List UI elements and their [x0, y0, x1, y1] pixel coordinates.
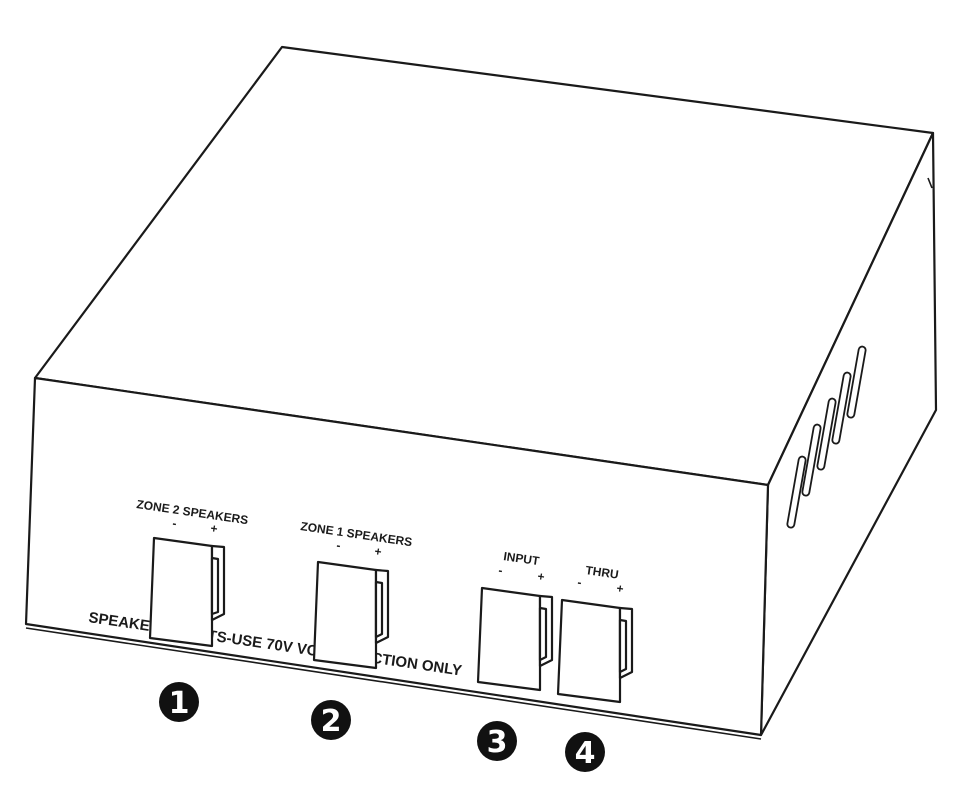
terminal-plus: + [374, 544, 383, 559]
terminal-block-slot [618, 618, 628, 674]
terminal-block-front [312, 560, 378, 670]
terminal-zone1-speakers[interactable]: ZONE 1 SPEAKERS - + [300, 519, 414, 670]
callout-circle [565, 732, 605, 772]
callout-circle [311, 700, 351, 740]
vent-slot [786, 455, 807, 529]
callout-number: 2 [321, 704, 342, 739]
terminal-block-slot [210, 556, 220, 616]
terminal-block-slot [374, 580, 384, 639]
callout-number: 1 [169, 686, 190, 721]
terminal-minus: - [172, 516, 178, 530]
terminal-block-front [148, 536, 214, 648]
terminal-minus: - [336, 538, 342, 552]
terminal-minus: - [577, 575, 583, 589]
vent-slot [846, 345, 867, 419]
terminal-plus: + [616, 581, 625, 596]
vent-slot [801, 423, 822, 497]
callout-circle [159, 682, 199, 722]
terminal-minus: - [498, 563, 504, 577]
side-vents [786, 345, 867, 529]
terminal-block-front [556, 598, 622, 704]
callout-circle [477, 721, 517, 761]
terminal-thru[interactable]: THRU - + [556, 563, 634, 704]
callout-number: 3 [487, 725, 508, 760]
callout-2: 2 [311, 700, 351, 740]
rear-notch [927, 177, 933, 189]
terminal-block-front [476, 586, 542, 692]
terminal-block-slot [538, 606, 548, 662]
terminal-plus: + [537, 569, 546, 584]
callout-4: 4 [565, 732, 605, 772]
terminal-label: INPUT [503, 549, 541, 568]
vent-slot [816, 397, 837, 471]
vent-slot [831, 371, 852, 445]
terminal-label: THRU [585, 563, 620, 582]
callout-3: 3 [477, 721, 517, 761]
callout-1: 1 [159, 682, 199, 722]
front-bottom-edge [25, 627, 762, 740]
terminal-input[interactable]: INPUT - + [476, 549, 554, 692]
terminal-plus: + [210, 521, 219, 536]
callout-number: 4 [575, 736, 596, 771]
